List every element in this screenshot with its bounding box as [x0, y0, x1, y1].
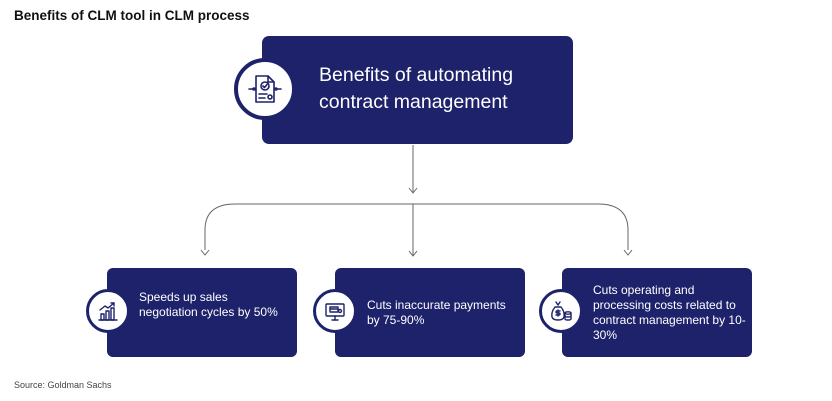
benefit-card-2	[335, 268, 525, 357]
benefit-text-2: Cuts inaccurate payments by 75-90%	[367, 298, 506, 327]
benefit-card-1	[107, 268, 297, 357]
benefit-card-3	[562, 268, 752, 357]
source-note: Source: Goldman Sachs	[14, 380, 112, 390]
money-bag-coins-icon	[539, 289, 583, 333]
benefit-text-1: Speeds up sales negotiation cycles by 50…	[139, 290, 278, 319]
bar-chart-growth-icon	[86, 289, 130, 333]
page-title: Benefits of CLM tool in CLM process	[14, 8, 250, 23]
monitor-payment-icon	[313, 289, 357, 333]
top-benefit-box	[262, 36, 573, 144]
benefit-text-3: Cuts operating and processing costs rela…	[593, 283, 746, 342]
contract-document-icon	[234, 58, 296, 120]
top-benefit-title: Benefits of automating contract manageme…	[319, 64, 514, 113]
